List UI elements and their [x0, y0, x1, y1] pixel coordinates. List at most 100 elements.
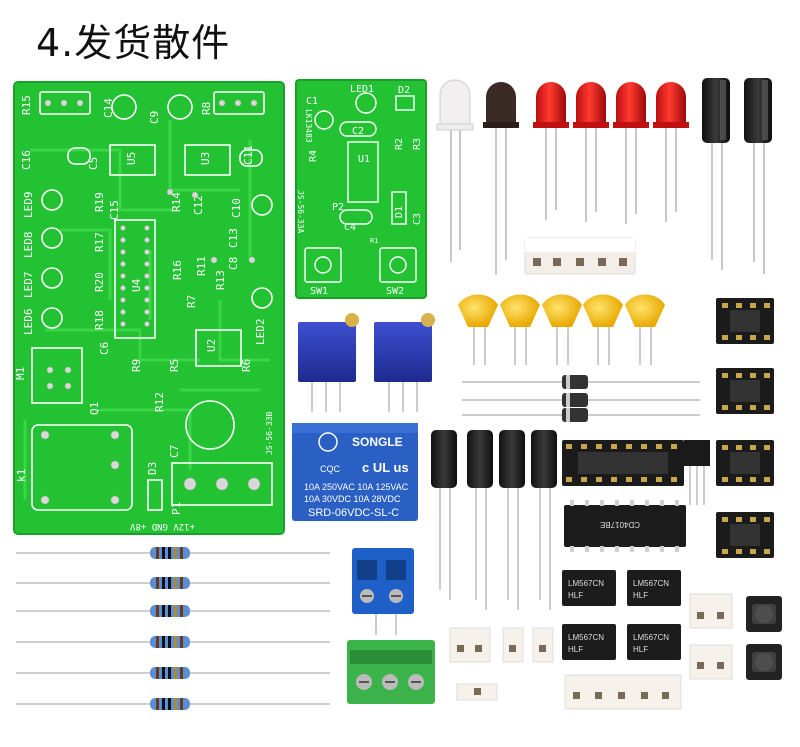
svg-text:HLF: HLF — [568, 645, 583, 654]
resistor-band — [168, 636, 171, 648]
resistor-band — [162, 605, 165, 617]
svg-text:C14: C14 — [102, 98, 115, 118]
svg-text:LED2: LED2 — [254, 319, 267, 346]
electrolytic-caps-mid — [431, 430, 557, 610]
resistor-band — [156, 605, 159, 617]
svg-text:C7: C7 — [168, 445, 181, 458]
resistor-band — [168, 605, 171, 617]
resistor-band — [168, 698, 171, 710]
svg-text:R4: R4 — [308, 150, 319, 162]
diodes — [462, 375, 700, 422]
svg-text:P2: P2 — [332, 202, 344, 213]
svg-text:M1: M1 — [14, 367, 27, 380]
ic-socket-16pin — [562, 440, 684, 486]
resistor-band — [156, 636, 159, 648]
svg-text:LM567CN: LM567CN — [568, 633, 604, 642]
svg-text:C12: C12 — [192, 195, 205, 215]
main-pcb-board: R15 C14 C9 R8 C16 C5 U5 U3 C11 LED9 R19 … — [13, 81, 285, 535]
svg-text:HLF: HLF — [633, 645, 648, 654]
svg-text:R17: R17 — [93, 232, 106, 252]
relay-rating-2: 10A 30VDC 10A 28VDC — [304, 494, 401, 504]
resistor-band — [180, 605, 183, 617]
svg-text:LK13483: LK13483 — [304, 109, 313, 143]
svg-text:C15: C15 — [108, 200, 121, 220]
svg-text:R16: R16 — [171, 260, 184, 280]
small-pcb-board: LED1 D2 C1 C2 LK13483 R4 U1 R2 R3 JS-56-… — [295, 79, 427, 299]
svg-text:LM567CN: LM567CN — [568, 579, 604, 588]
svg-text:C9: C9 — [148, 111, 161, 124]
resistor-band — [174, 636, 177, 648]
resistor-band — [162, 698, 165, 710]
svg-text:Q1: Q1 — [88, 402, 101, 415]
led-red-group — [533, 82, 689, 224]
relay: SONGLE CQC c UL us 10A 250VAC 10A 125VAC… — [292, 423, 418, 521]
svg-text:U5: U5 — [125, 152, 138, 165]
svg-text:LED6: LED6 — [22, 309, 35, 336]
lm567-chips: LM567CN HLF LM567CN HLF LM567CN HLF LM567CN… — [562, 570, 681, 660]
relay-brand: SONGLE — [352, 435, 403, 449]
ceramic-caps — [458, 294, 665, 365]
svg-text:HLF: HLF — [568, 591, 583, 600]
small-headers — [449, 593, 733, 710]
svg-text:SW2: SW2 — [386, 286, 404, 297]
svg-text:C11: C11 — [242, 145, 255, 165]
resistor-band — [168, 577, 171, 589]
svg-text:LM567CN: LM567CN — [633, 579, 669, 588]
svg-text:C16: C16 — [20, 150, 33, 170]
svg-text:R2: R2 — [394, 138, 405, 150]
resistor-band — [168, 547, 171, 559]
svg-text:C13: C13 — [227, 228, 240, 248]
resistor-band — [174, 698, 177, 710]
svg-text:C10: C10 — [230, 198, 243, 218]
svg-text:U4: U4 — [130, 278, 143, 292]
svg-text:R1: R1 — [370, 237, 378, 245]
svg-text:LED9: LED9 — [22, 192, 35, 219]
svg-text:D2: D2 — [398, 85, 410, 96]
svg-text:JS-56-33A: JS-56-33A — [296, 190, 305, 234]
svg-text:C8: C8 — [227, 257, 240, 270]
svg-text:C3: C3 — [412, 213, 423, 225]
svg-text:U2: U2 — [205, 339, 218, 352]
resistor-band — [156, 577, 159, 589]
resistor-band — [174, 605, 177, 617]
svg-text:LED1: LED1 — [350, 84, 374, 95]
svg-text:R13: R13 — [214, 270, 227, 290]
resistor-band — [180, 577, 183, 589]
svg-text:R12: R12 — [153, 392, 166, 412]
resistor-band — [162, 577, 165, 589]
ic-sockets-8pin — [716, 298, 774, 558]
resistor-band — [174, 667, 177, 679]
resistor-band — [180, 547, 183, 559]
relay-rating-1: 10A 250VAC 10A 125VAC — [304, 482, 409, 492]
resistor-band — [156, 547, 159, 559]
svg-text:D3: D3 — [146, 462, 159, 475]
led-dark — [483, 82, 519, 275]
svg-text:R5: R5 — [168, 359, 181, 372]
resistor-band — [156, 698, 159, 710]
terminal-block-blue — [352, 548, 414, 635]
resistor-band — [162, 667, 165, 679]
svg-text:R11: R11 — [195, 256, 208, 276]
resistor-band — [174, 577, 177, 589]
svg-text:R14: R14 — [170, 192, 183, 212]
svg-text:U1: U1 — [358, 154, 370, 165]
svg-text:R9: R9 — [130, 359, 143, 372]
svg-text:U3: U3 — [199, 152, 212, 165]
resistor-band — [180, 667, 183, 679]
resistor-band — [162, 636, 165, 648]
resistors — [16, 547, 330, 710]
resistor-band — [180, 698, 183, 710]
transistor — [684, 440, 710, 505]
svg-text:R19: R19 — [93, 192, 106, 212]
svg-text:R18: R18 — [93, 310, 106, 330]
trimmer-pots — [298, 313, 435, 412]
terminal-block-green — [347, 640, 435, 704]
svg-text:LM567CN: LM567CN — [633, 633, 669, 642]
svg-text:C5: C5 — [87, 157, 100, 170]
resistor-band — [156, 667, 159, 679]
resistor-band — [168, 667, 171, 679]
svg-text:R20: R20 — [93, 272, 106, 292]
led-clear — [436, 79, 474, 262]
svg-text:C4: C4 — [344, 222, 356, 233]
